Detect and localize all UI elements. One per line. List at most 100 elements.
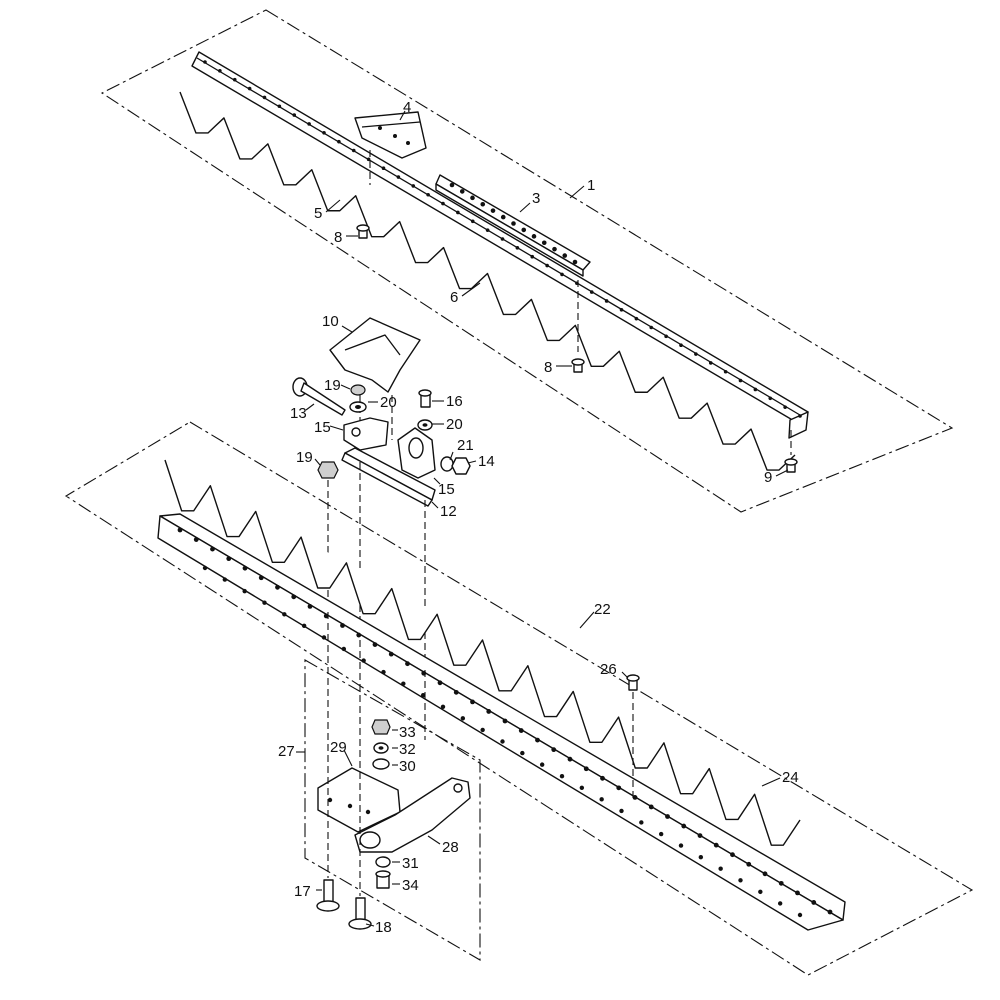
- cutter-bar-lower-hole: [222, 577, 228, 582]
- cutter-bar-22: [157, 513, 846, 931]
- strip-hole: [572, 259, 578, 265]
- cutter-bar-hole: [486, 709, 492, 714]
- label-16: 16: [446, 393, 463, 410]
- strip-hole: [490, 208, 496, 213]
- knife-back-bar: [191, 51, 809, 439]
- cutter-bar-lower-hole: [599, 797, 604, 802]
- back-bar-hole: [470, 219, 475, 224]
- cutter-bar-lower-hole: [361, 658, 366, 663]
- rivet-8-a: [356, 224, 370, 239]
- strip-hole: [480, 201, 486, 207]
- upper-assembly-outline: [100, 9, 954, 513]
- label-27: 27: [278, 743, 295, 760]
- label-12: 12: [440, 503, 457, 520]
- upper-knife-zigzag: [179, 91, 796, 471]
- label-33: 33: [399, 724, 416, 741]
- cutter-bar-lower-hole: [480, 727, 485, 733]
- knife-back-bar-holes: [203, 60, 802, 418]
- label-30: 30: [399, 758, 416, 775]
- cutter-bar-lower-hole: [559, 774, 565, 779]
- label-22: 22: [594, 601, 611, 618]
- label-8b: 8: [544, 359, 552, 376]
- cutter-bar-lower-hole: [658, 831, 664, 837]
- label-28: 28: [442, 839, 459, 856]
- cutter-bar-hole: [177, 527, 183, 533]
- back-bar-hole: [247, 86, 252, 91]
- back-bar-hole: [589, 290, 594, 294]
- lower-cutter-sections: [164, 459, 801, 846]
- cutter-bar-lower-hole: [539, 762, 545, 767]
- nut-33: [371, 719, 391, 735]
- rivet-9: [784, 458, 798, 473]
- lower-assembly-outline: [64, 421, 974, 976]
- cutter-bar-holes: [177, 527, 833, 918]
- part-number-labels: 1 3 4 5 6 8 8 9 10 12 13 14 15 15 16 17 …: [278, 99, 799, 936]
- strip-hole: [459, 189, 465, 194]
- back-bar-hole: [351, 148, 356, 153]
- cutter-bar-hole: [388, 651, 394, 657]
- cutter-bar-hole: [827, 909, 833, 915]
- cutter-bar-hole: [437, 680, 443, 686]
- back-bar-hole: [664, 334, 668, 339]
- back-bar-hole: [456, 210, 460, 215]
- cutter-bar-hole: [697, 833, 703, 838]
- cutter-bar-hole: [616, 785, 622, 791]
- label-14: 14: [478, 453, 495, 470]
- rivet-8-b: [571, 358, 585, 373]
- carriage-bolt-18: [348, 897, 372, 930]
- back-bar-hole: [411, 184, 416, 188]
- cutter-bar-hole: [811, 900, 817, 905]
- cutter-bar-hole: [730, 852, 735, 858]
- bolt-16: [418, 389, 432, 408]
- back-bar-hole: [545, 263, 549, 268]
- cutter-bar-hole: [567, 756, 573, 762]
- reinforcement-strip-holes: [449, 182, 578, 265]
- rivet-26: [626, 674, 640, 691]
- cutter-bar-hole: [242, 565, 248, 571]
- cutter-bar-lower-hole: [420, 693, 426, 698]
- cutter-bar-hole: [778, 880, 784, 886]
- upper-knife-sections: [179, 91, 796, 471]
- back-bar-hole: [203, 60, 207, 64]
- cutter-bar-hole: [502, 718, 508, 724]
- cutter-bar-hole: [583, 766, 589, 772]
- strip-hole: [562, 253, 568, 258]
- cutter-bar-lower-hole: [282, 612, 287, 617]
- cutter-bar-lower-hole: [301, 623, 307, 629]
- back-bar-hole: [218, 69, 222, 73]
- bolt-34: [375, 870, 391, 889]
- label-10: 10: [322, 313, 339, 330]
- cutter-bar-lower-hole: [500, 739, 505, 744]
- back-bar-hole: [500, 237, 505, 241]
- label-24: 24: [782, 769, 799, 786]
- cutter-bar-hole: [762, 871, 768, 877]
- strip-hole: [531, 234, 537, 239]
- cutter-bar-lower-hole: [758, 889, 763, 895]
- label-3: 3: [532, 190, 540, 207]
- knife-head-eye-15b: [397, 427, 436, 479]
- back-bar-hole: [337, 139, 341, 144]
- back-bar-hole: [366, 157, 371, 162]
- strip-hole: [552, 246, 557, 252]
- cutter-bar-hole: [551, 747, 557, 753]
- label-4: 4: [403, 99, 411, 116]
- strip-hole: [470, 195, 475, 201]
- back-bar-hole: [738, 378, 743, 383]
- cutter-bar-lower-hole: [341, 646, 347, 652]
- cutter-bar-lower-hole: [698, 854, 704, 860]
- nut-19-upper: [350, 384, 366, 396]
- back-bar-hole: [768, 396, 773, 401]
- cutter-bar-hole: [648, 804, 654, 810]
- knife-head-block-15a: [343, 417, 389, 451]
- cutter-bar-hole: [340, 623, 345, 628]
- back-bar-hole: [426, 192, 430, 197]
- back-bar-hole: [604, 299, 609, 303]
- knife-head-base-12: [341, 447, 436, 507]
- cutter-bar-hole: [713, 842, 719, 848]
- washer-21: [440, 456, 454, 472]
- label-13: 13: [290, 405, 307, 422]
- cutter-bar-hole: [193, 537, 199, 542]
- label-8a: 8: [334, 229, 342, 246]
- label-19b: 19: [296, 449, 313, 466]
